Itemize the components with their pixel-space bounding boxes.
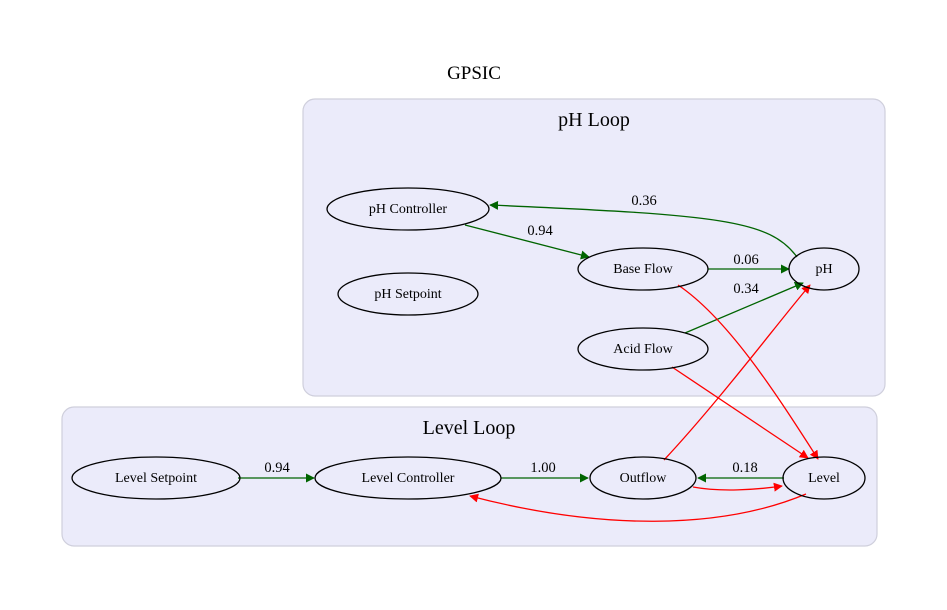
edge-label-acid-flow-to-ph: 0.34 [733,281,759,297]
node-level-setpoint-shape [71,456,241,500]
node-acid-flow-shape [577,327,709,371]
node-level-shape [782,456,866,500]
cluster-level-loop-label: Level Loop [423,417,516,439]
node-ph-controller-label: pH Controller [369,202,447,217]
node-level-setpoint[interactable]: Level Setpoint [71,456,241,500]
edge-acid-flow-to-level [671,366,809,459]
node-ph[interactable]: pH [788,247,860,291]
node-outflow[interactable]: Outflow [589,456,697,500]
node-level-controller-label: Level Controller [362,471,455,486]
nodes: pH Controller pH Setpoint Base Flow Acid… [71,187,866,500]
edges: 0.36 0.94 0.06 0.34 0.94 1.00 0.18 [238,193,819,522]
node-level[interactable]: Level [782,456,866,500]
edge-label-ph-controller-to-base-flow: 0.94 [527,223,553,239]
node-outflow-shape [589,456,697,500]
node-outflow-label: Outflow [620,471,668,486]
node-ph-shape [788,247,860,291]
edge-acid-flow-to-ph [684,282,804,334]
cluster-level-loop: Level Loop [61,406,878,547]
node-base-flow[interactable]: Base Flow [577,247,709,291]
graph-title: GPSIC [447,63,501,84]
node-ph-setpoint[interactable]: pH Setpoint [337,272,479,316]
node-acid-flow-label: Acid Flow [613,342,673,357]
node-acid-flow[interactable]: Acid Flow [577,327,709,371]
cluster-level-loop-box [61,406,878,547]
node-base-flow-shape [577,247,709,291]
cluster-ph-loop: pH Loop [302,98,886,397]
edge-outflow-to-ph [663,284,811,461]
node-level-setpoint-label: Level Setpoint [115,471,197,486]
edge-ph-controller-to-base-flow [464,224,590,260]
node-ph-controller-shape [326,187,490,231]
edge-label-level-setpoint-to-level-controller: 0.94 [264,460,290,476]
edge-label-base-flow-to-ph: 0.06 [733,252,758,268]
edge-outflow-to-level [692,482,783,492]
edge-base-flow-to-level [677,284,819,460]
node-ph-label: pH [815,262,832,277]
cluster-ph-loop-label: pH Loop [558,109,630,131]
node-base-flow-label: Base Flow [613,262,673,277]
edge-ph-to-ph-controller [489,200,798,258]
node-ph-controller[interactable]: pH Controller [326,187,490,231]
node-level-controller[interactable]: Level Controller [314,456,502,500]
cluster-ph-loop-box [302,98,886,397]
node-ph-setpoint-shape [337,272,479,316]
node-level-controller-shape [314,456,502,500]
edge-label-ph-to-ph-controller: 0.36 [631,193,656,209]
edge-label-level-to-outflow: 0.18 [732,460,757,476]
edge-label-level-controller-to-outflow: 1.00 [530,460,555,476]
node-ph-setpoint-label: pH Setpoint [374,287,441,302]
node-level-label: Level [808,471,840,486]
edge-level-to-level-controller [469,493,807,522]
